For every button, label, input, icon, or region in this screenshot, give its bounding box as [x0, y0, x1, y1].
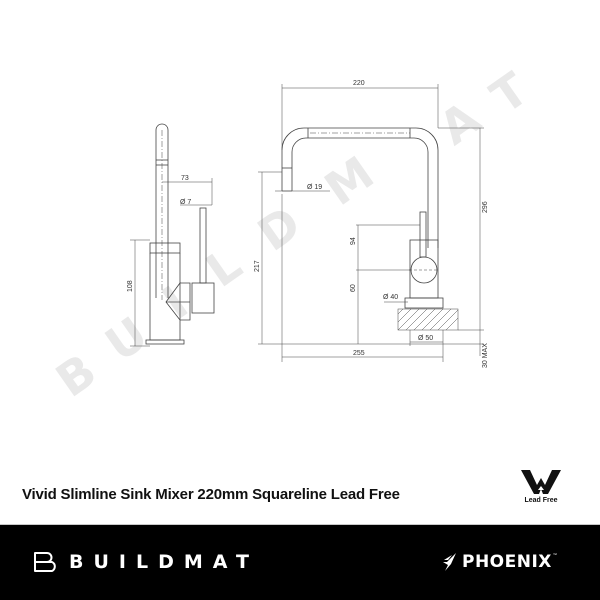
- dim-255: 255: [353, 350, 365, 357]
- watermark-letter: T: [481, 61, 538, 124]
- watermark-letter: I: [152, 275, 197, 329]
- watermark-certification-badge: Lead Free: [516, 468, 566, 514]
- watermark-w-icon: [521, 470, 561, 494]
- dim-108: 108: [127, 280, 134, 292]
- dim-spout-diameter: Ø 19: [307, 184, 322, 191]
- footer-divider: [0, 524, 600, 525]
- brand-footer: BUILDMAT PHOENIX ™: [0, 525, 600, 600]
- watermark-letter: U: [96, 306, 158, 372]
- dim-220: 220: [353, 80, 365, 87]
- watermark-letter: D: [248, 195, 310, 261]
- phoenix-wordmark: PHOENIX: [462, 552, 552, 572]
- product-title: Vivid Slimline Sink Mixer 220mm Squareli…: [22, 486, 400, 503]
- technical-drawing: B U I L D M A T: [46, 61, 538, 407]
- phoenix-feather-icon: [443, 553, 456, 571]
- phoenix-logo: PHOENIX ™: [440, 549, 557, 575]
- watermark-letter: L: [196, 237, 251, 298]
- dim-217: 217: [254, 260, 261, 272]
- watermark-letter: M: [315, 146, 383, 216]
- front-view: [258, 84, 484, 362]
- buildmat-wordmark: BUILDMAT: [69, 551, 259, 573]
- dim-296: 296: [482, 201, 489, 213]
- buildmat-watermark: B U I L D M A T: [46, 61, 538, 407]
- dim-60: 60: [350, 284, 357, 292]
- dim-handle-diameter: Ø 7: [180, 199, 191, 206]
- watermark-letter: B: [46, 343, 106, 407]
- watermark-letter: A: [429, 91, 489, 156]
- dim-94: 94: [350, 237, 357, 245]
- side-view: [130, 123, 215, 347]
- buildmat-logo: BUILDMAT: [33, 548, 259, 576]
- trademark-symbol: ™: [552, 552, 557, 557]
- buildmat-b-icon: [34, 552, 56, 572]
- lead-free-label: Lead Free: [524, 497, 558, 504]
- dim-lever-diameter: Ø 40: [383, 294, 398, 301]
- dim-base-diameter: Ø 50: [418, 335, 433, 342]
- dim-73: 73: [181, 175, 189, 182]
- dim-30-max: 30 MAX: [482, 343, 489, 368]
